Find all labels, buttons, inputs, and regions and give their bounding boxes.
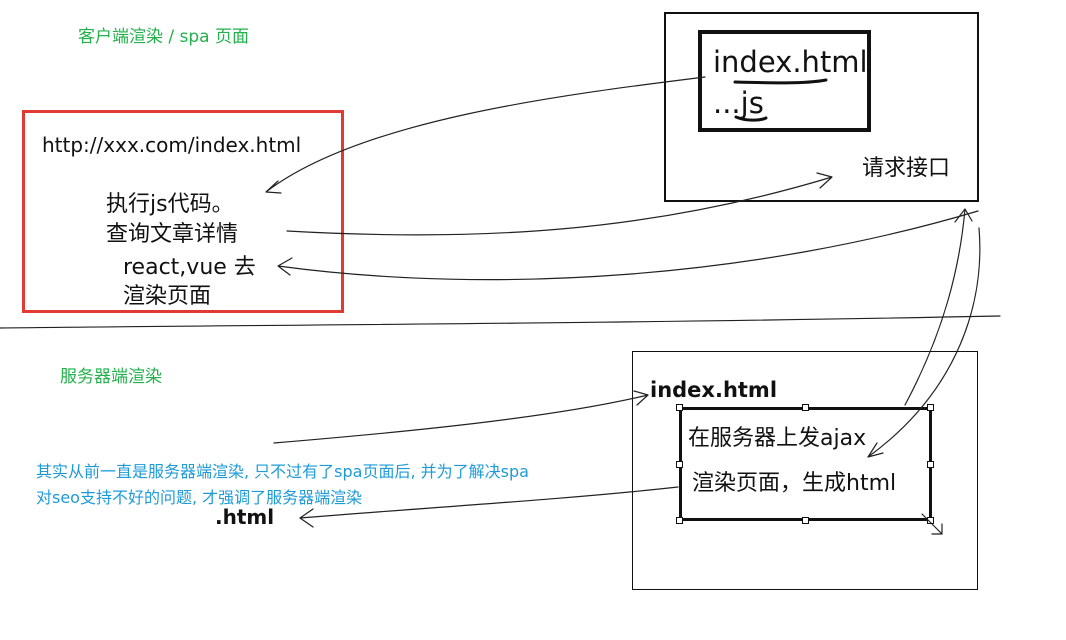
divider-line [0, 315, 1001, 329]
note-line-1: 其实从前一直是服务器端渲染, 只不过有了spa页面后, 并为了解决spa [36, 462, 529, 481]
resize-handle[interactable] [676, 517, 683, 524]
arrow-api-to-ssr [867, 227, 981, 458]
arrow-to-index-html [273, 390, 649, 444]
server-file-name: index.html [713, 45, 868, 79]
file-box [698, 30, 871, 132]
resize-handle[interactable] [802, 517, 809, 524]
client-browser-box [22, 110, 344, 313]
client-line-2: 查询文章详情 [106, 222, 239, 247]
client-render-title: 客户端渲染 / spa 页面 [78, 27, 250, 47]
client-line-4: 渲染页面 [123, 284, 212, 309]
resize-handle[interactable] [927, 517, 934, 524]
server-render-title: 服务器端渲染 [60, 367, 162, 387]
server-file-js: ...js [713, 86, 764, 120]
client-line-3: react,vue 去 [123, 255, 256, 280]
arrow-ssr-to-api [904, 208, 973, 406]
server-box [664, 12, 979, 202]
arrow-client-to-api [286, 172, 833, 236]
arrow-api-to-client [277, 210, 979, 281]
resize-handle[interactable] [927, 461, 934, 468]
arrow-html-to-client [265, 76, 706, 194]
ssr-line-1: 在服务器上发ajax [688, 426, 867, 451]
client-line-1: 执行js代码。 [106, 192, 234, 217]
api-request-label: 请求接口 [862, 156, 951, 181]
server-render-box [632, 351, 978, 590]
arrow-to-html-output [299, 486, 679, 528]
underline-index-html [733, 78, 828, 85]
resize-corner-arrow [921, 513, 943, 535]
ssr-line-2: 渲染页面，生成html [692, 471, 897, 496]
resize-handle[interactable] [927, 404, 934, 411]
resize-handle[interactable] [676, 404, 683, 411]
note-line-2: 对seo支持不好的问题, 才强调了服务器端渲染 [36, 488, 363, 507]
underline-js [734, 115, 768, 122]
resize-handle[interactable] [802, 404, 809, 411]
ssr-file-name: index.html [650, 378, 778, 402]
resize-handle[interactable] [676, 461, 683, 468]
client-url: http://xxx.com/index.html [42, 133, 302, 157]
html-output-label: .html [215, 505, 275, 529]
